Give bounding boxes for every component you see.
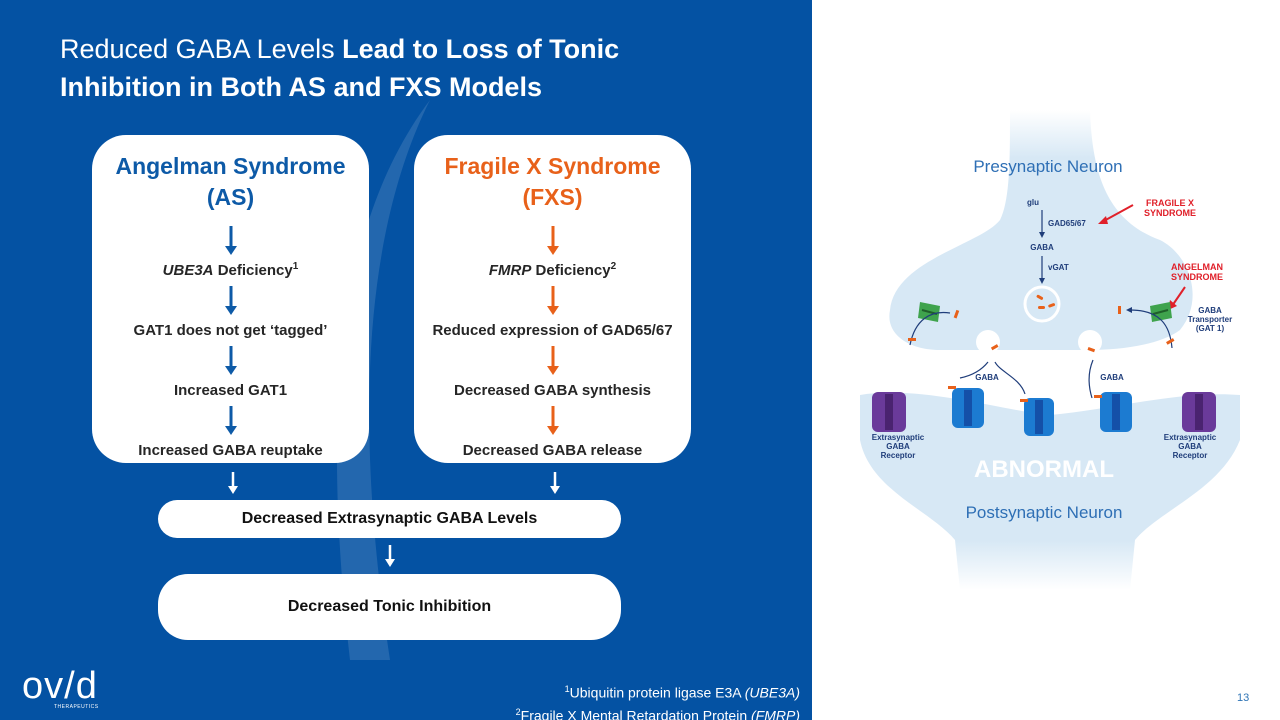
as-step-1: UBE3A Deficiency1 — [92, 261, 369, 281]
as-header-line2: (AS) — [206, 184, 255, 210]
synaptic-gaba-receptor — [1020, 398, 1054, 436]
gat1-transporter-right — [1150, 302, 1172, 322]
fxs-annotation: FRAGILE X — [1146, 198, 1194, 208]
transporter-label: GABA — [1198, 306, 1222, 315]
fxs-step-1-text: Deficiency — [531, 262, 611, 279]
release-site — [1078, 330, 1102, 354]
down-arrow-icon — [385, 545, 395, 567]
as-annotation: ANGELMAN — [1171, 262, 1223, 272]
fxs-annotation-2: SYNDROME — [1144, 208, 1196, 218]
footnotes: 1Ubiquitin protein ligase E3A (UBE3A) 2F… — [516, 680, 800, 720]
fxs-step-4: Decreased GABA release — [462, 442, 643, 459]
title-bold-2: Inhibition in Both AS and FXS Models — [60, 72, 542, 102]
extrasynaptic-label-right: Extrasynaptic — [1164, 433, 1217, 442]
outcome-extrasynaptic-gaba: Decreased Extrasynaptic GABA Levels — [158, 500, 621, 538]
synapse-diagram: Presynaptic Neuron glu GAD65/67 GABA vGA… — [860, 110, 1240, 590]
vesicle-icon — [1023, 285, 1061, 323]
outcome-tonic-inhibition: Decreased Tonic Inhibition — [158, 574, 621, 640]
gaba-release-left: GABA — [975, 373, 999, 382]
down-arrow-icon — [92, 401, 369, 441]
extrasynaptic-receptor-right — [1182, 392, 1216, 432]
as-card-header: Angelman Syndrome (AS) — [92, 151, 369, 213]
transporter-label-3: (GAT 1) — [1196, 324, 1225, 333]
fxs-card: Fragile X Syndrome (FXS) FMRP Deficiency… — [414, 135, 691, 463]
synaptic-gaba-receptor — [948, 386, 984, 428]
down-arrow-icon — [228, 472, 238, 494]
footnote-2: 2Fragile X Mental Retardation Protein (F… — [516, 703, 800, 720]
down-arrow-icon — [92, 221, 369, 261]
footnote-2-text: Fragile X Mental Retardation Protein — [520, 707, 751, 720]
vgat-label: vGAT — [1048, 263, 1069, 272]
footnote-ref: 2 — [610, 261, 617, 272]
extrasynaptic-receptor-left — [872, 392, 906, 432]
down-arrow-icon — [414, 221, 691, 261]
slide-title: Reduced GABA Levels Lead to Loss of Toni… — [60, 30, 619, 106]
footnote-1-num: 1 — [564, 684, 570, 694]
fxs-step-1-gene: FMRP — [488, 262, 532, 279]
extrasynaptic-label-right-2: GABA — [1178, 442, 1202, 451]
down-arrow-icon — [92, 341, 369, 381]
gaba-release-right: GABA — [1100, 373, 1124, 382]
page-number: 13 — [1237, 692, 1250, 704]
postsynaptic-neuron-shape — [860, 392, 1240, 590]
as-step-2: GAT1 does not get ‘tagged’ — [133, 322, 328, 339]
footnote-1-text: Ubiquitin protein ligase E3A — [569, 684, 745, 701]
fxs-step-2: Reduced expression of GAD65/67 — [432, 322, 673, 339]
gaba-label: GABA — [1030, 243, 1054, 252]
title-light: Reduced GABA Levels — [60, 34, 343, 64]
title-bold-1: Lead to Loss of Tonic — [342, 34, 620, 64]
abnormal-label: ABNORMAL — [974, 456, 1114, 483]
fxs-step-1: FMRP Deficiency2 — [414, 261, 691, 281]
fxs-header-line1: Fragile X Syndrome — [444, 153, 661, 179]
as-step-1-gene: UBE3A — [162, 262, 214, 279]
footnote-2-abbr: (FMRP) — [751, 707, 800, 720]
fxs-header-line2: (FXS) — [522, 184, 583, 210]
down-arrow-icon — [414, 281, 691, 321]
as-annotation-2: SYNDROME — [1171, 272, 1223, 282]
down-arrow-icon — [414, 401, 691, 441]
logo-wordmark: ov/d — [22, 665, 98, 707]
footnote-1: 1Ubiquitin protein ligase E3A (UBE3A) — [516, 680, 800, 703]
logo-subtitle: THERAPEUTICS — [54, 704, 99, 710]
ovid-logo: ov/d THERAPEUTICS — [22, 665, 99, 710]
as-header-line1: Angelman Syndrome — [115, 153, 346, 179]
transporter-label-2: Transporter — [1188, 315, 1232, 324]
extrasynaptic-label-left-3: Receptor — [881, 451, 916, 460]
glu-label: glu — [1027, 198, 1039, 207]
slide-left-panel: Reduced GABA Levels Lead to Loss of Toni… — [0, 0, 812, 720]
presynaptic-neuron-shape — [889, 110, 1193, 350]
release-site — [976, 330, 1000, 354]
presynaptic-label: Presynaptic Neuron — [973, 157, 1122, 176]
extrasynaptic-label-left-2: GABA — [886, 442, 910, 451]
footnote-1-abbr: (UBE3A) — [744, 684, 800, 701]
fxs-card-header: Fragile X Syndrome (FXS) — [414, 151, 691, 213]
down-arrow-icon — [414, 341, 691, 381]
footnote-ref: 1 — [292, 261, 299, 272]
extrasynaptic-label-right-3: Receptor — [1173, 451, 1208, 460]
down-arrow-icon — [550, 472, 560, 494]
as-card: Angelman Syndrome (AS) UBE3A Deficiency1… — [92, 135, 369, 463]
as-step-4: Increased GABA reuptake — [138, 442, 323, 459]
down-arrow-icon — [92, 281, 369, 321]
as-step-3: Increased GAT1 — [173, 382, 288, 399]
fxs-step-3: Decreased GABA synthesis — [453, 382, 652, 399]
extrasynaptic-label-left: Extrasynaptic — [872, 433, 925, 442]
as-step-1-text: Deficiency — [213, 262, 293, 279]
gad-label: GAD65/67 — [1048, 219, 1086, 228]
synaptic-gaba-receptor — [1094, 392, 1132, 432]
footnote-2-num: 2 — [515, 706, 521, 717]
postsynaptic-label: Postsynaptic Neuron — [966, 503, 1123, 522]
